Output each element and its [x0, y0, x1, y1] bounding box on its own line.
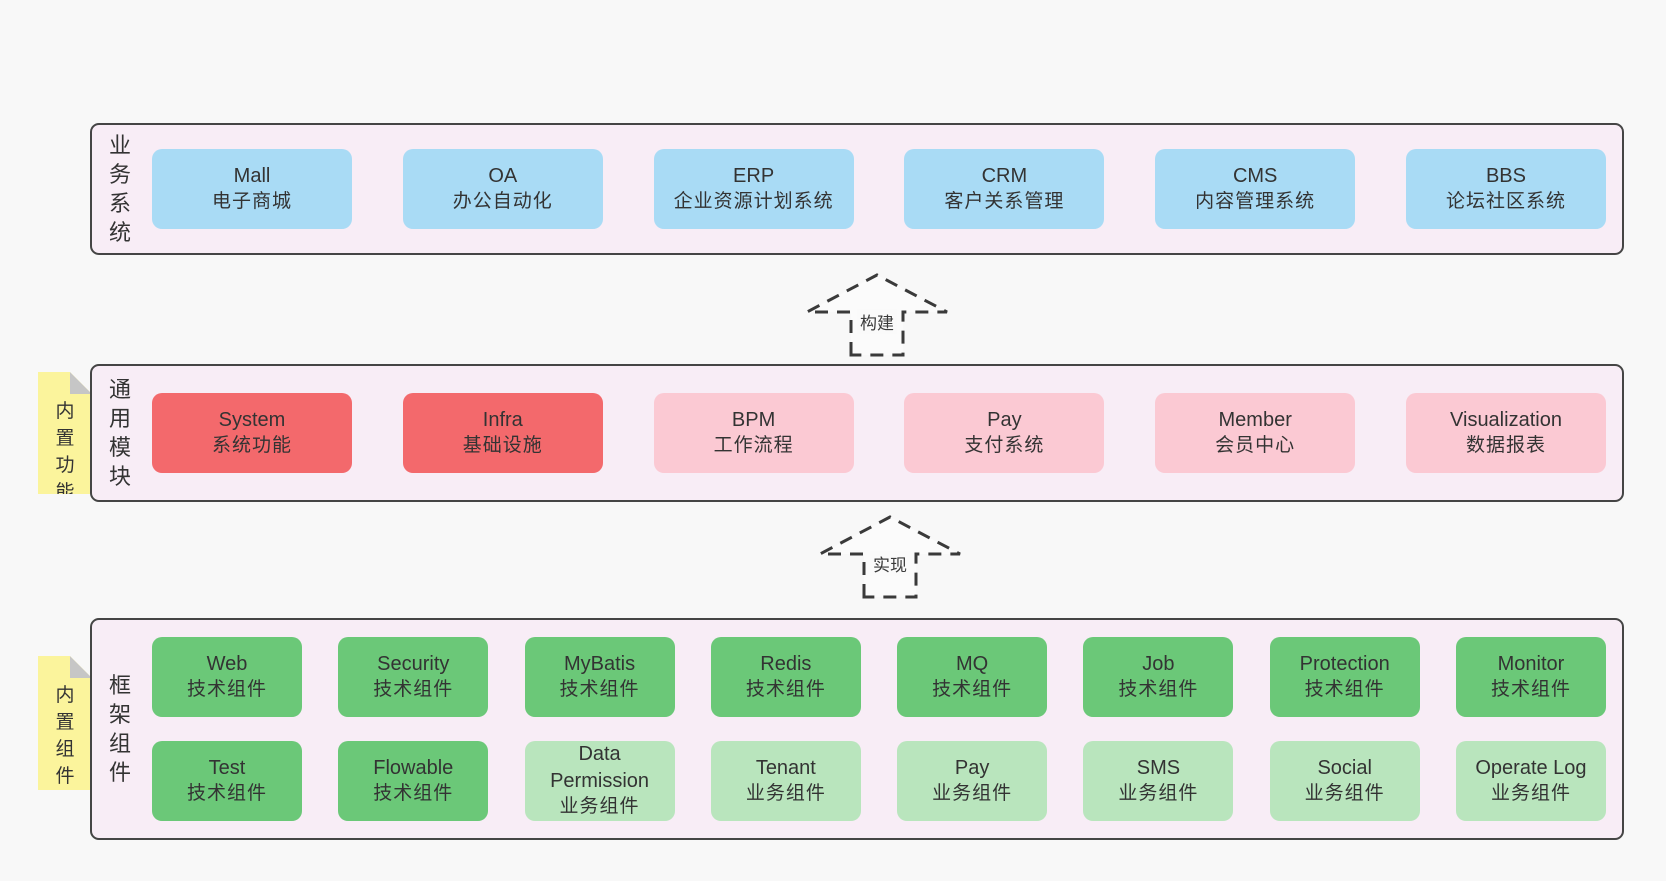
box-pay-component: Pay 业务组件 — [897, 741, 1048, 821]
component-row-1: Web 技术组件 Security 技术组件 MyBatis 技术组件 Redi… — [152, 637, 1606, 717]
box-system: System 系统功能 — [152, 393, 352, 473]
box-pay: Pay 支付系统 — [904, 393, 1105, 473]
box-bpm: BPM 工作流程 — [653, 393, 854, 473]
box-sms: SMS 业务组件 — [1083, 741, 1234, 821]
band-label-column: 业务系统 — [92, 125, 148, 253]
band-boxes: Mall 电子商城 OA 办公自动化 ERP 企业资源计划系统 CRM 客户关系… — [148, 125, 1622, 253]
band-framework-components: 框架组件 Web 技术组件 Security 技术组件 MyBatis 技术组件… — [90, 618, 1624, 840]
box-crm: CRM 客户关系管理 — [904, 149, 1105, 229]
box-bbs: BBS 论坛社区系统 — [1405, 149, 1606, 229]
box-tenant: Tenant 业务组件 — [710, 741, 861, 821]
box-mq: MQ 技术组件 — [897, 637, 1048, 717]
box-erp: ERP 企业资源计划系统 — [653, 149, 854, 229]
arrow-label: 构建 — [857, 309, 897, 334]
box-data-permission: Data Permission 业务组件 — [524, 741, 675, 821]
sticky-note-text: 内置组件 — [55, 685, 75, 787]
box-mall: Mall 电子商城 — [152, 149, 352, 229]
box-mybatis: MyBatis 技术组件 — [524, 637, 675, 717]
box-redis: Redis 技术组件 — [710, 637, 861, 717]
box-operate-log: Operate Log 业务组件 — [1455, 741, 1606, 821]
box-cms: CMS 内容管理系统 — [1155, 149, 1356, 229]
band-business-systems: 业务系统 Mall 电子商城 OA 办公自动化 ERP 企业资源计划系统 CRM… — [90, 123, 1624, 255]
arrow-label: 实现 — [870, 551, 910, 576]
box-oa: OA 办公自动化 — [402, 149, 603, 229]
box-test: Test 技术组件 — [152, 741, 302, 821]
box-monitor: Monitor 技术组件 — [1455, 637, 1606, 717]
sticky-note-text: 内置功能 — [55, 401, 75, 503]
band-boxes: System 系统功能 Infra 基础设施 BPM 工作流程 Pay 支付系统… — [148, 366, 1622, 500]
band-boxes: Web 技术组件 Security 技术组件 MyBatis 技术组件 Redi… — [148, 620, 1622, 838]
box-protection: Protection 技术组件 — [1269, 637, 1420, 717]
component-row-2: Test 技术组件 Flowable 技术组件 Data Permission … — [152, 741, 1606, 821]
arrow-implement: 实现 — [815, 515, 965, 599]
box-flowable: Flowable 技术组件 — [338, 741, 489, 821]
arrow-build: 构建 — [802, 273, 952, 357]
sticky-fold-corner — [70, 656, 92, 678]
box-web: Web 技术组件 — [152, 637, 302, 717]
box-visualization: Visualization 数据报表 — [1405, 393, 1606, 473]
box-infra: Infra 基础设施 — [402, 393, 603, 473]
band-label: 业务系统 — [108, 132, 131, 246]
sticky-fold-corner — [70, 372, 92, 394]
box-security: Security 技术组件 — [338, 637, 489, 717]
box-member: Member 会员中心 — [1155, 393, 1356, 473]
sticky-built-in-components: 内置组件 — [38, 656, 92, 790]
band-label: 通用模块 — [108, 376, 131, 490]
band-common-modules: 通用模块 System 系统功能 Infra 基础设施 BPM 工作流程 Pay… — [90, 364, 1624, 502]
band-label-column: 框架组件 — [92, 620, 148, 838]
sticky-built-in-features: 内置功能 — [38, 372, 92, 494]
box-social: Social 业务组件 — [1269, 741, 1420, 821]
box-job: Job 技术组件 — [1083, 637, 1234, 717]
band-label: 框架组件 — [108, 672, 131, 786]
band-label-column: 通用模块 — [92, 366, 148, 500]
